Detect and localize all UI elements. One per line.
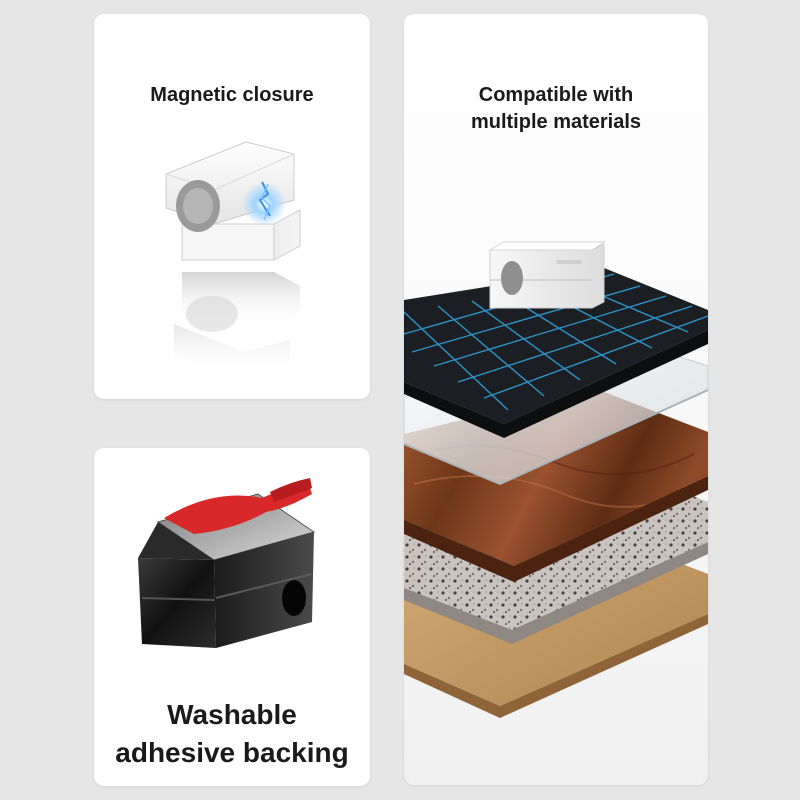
magnetic-closure-card: Magnetic closure [94, 14, 370, 399]
magnetic-clip-illustration [165, 141, 301, 376]
magnetic-closure-title: Magnetic closure [150, 84, 314, 106]
adhesive-backing-card: Washable adhesive backing [94, 448, 370, 786]
material-layers-illustration [404, 241, 708, 718]
materials-title: Compatible with multiple materials [470, 84, 642, 133]
materials-card: Compatible with multiple materials [404, 14, 708, 785]
adhesive-backing-title: Washable adhesive backing [115, 699, 349, 768]
black-clip-illustration [138, 478, 316, 648]
